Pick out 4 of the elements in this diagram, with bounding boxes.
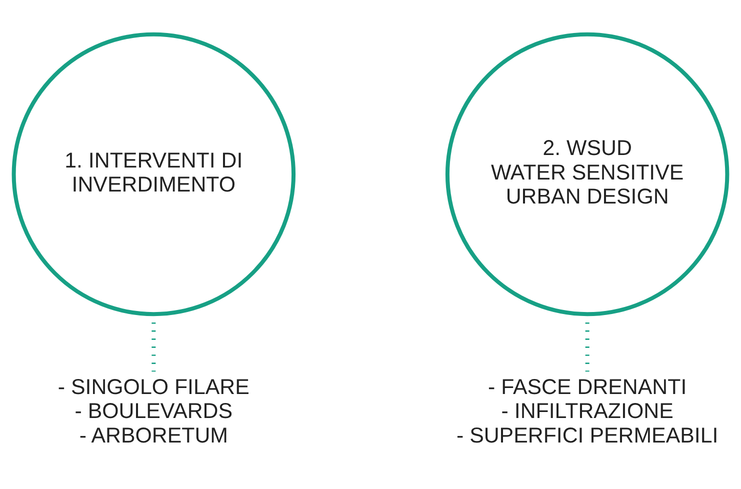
node-text: - FASCE DRENANTI - INFILTRAZIONE - SUPERFICI PERMEABILI xyxy=(456,375,718,448)
node-circle: 2. WSUD WATER SENSITIVE URBAN DESIGN xyxy=(445,32,730,316)
node-circle: 1. INTERVENTI DI INVERDIMENTO xyxy=(12,32,296,316)
node-text: - SINGOLO FILARE - BOULEVARDS - ARBORETUM xyxy=(58,375,250,448)
